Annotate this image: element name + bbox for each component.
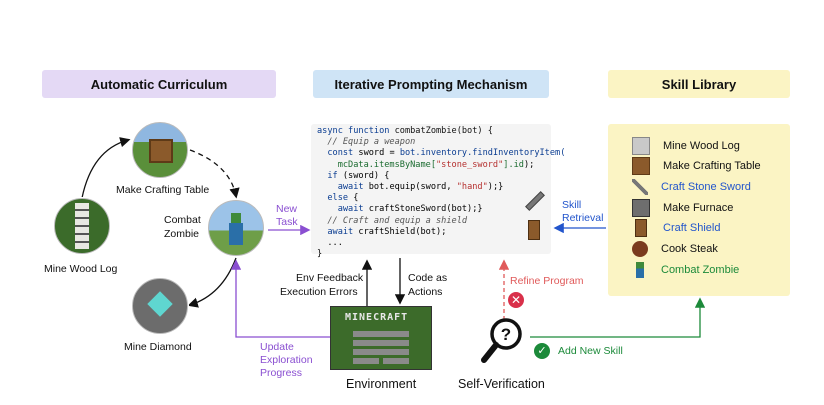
code-actions-label-1: Code as (408, 272, 448, 284)
code-actions-label-2: Actions (408, 286, 443, 298)
crafting-table-node (132, 122, 188, 178)
zombie-figure-icon (231, 213, 241, 223)
add-skill-arrow (530, 297, 706, 338)
code-panel: async function combatZombie(bot) { // Eq… (311, 124, 566, 259)
skill-row-craft-shield: Craft Shield (632, 218, 720, 238)
crafting-table-icon (149, 139, 173, 163)
menu-button-1 (353, 331, 409, 337)
skill-row-make-crafting-table: Make Crafting Table (632, 156, 761, 176)
stone-block-icon (632, 137, 650, 155)
menu-button-3 (353, 349, 409, 355)
code-line-4: mcData.itemsByName["stone_sword"].id); (317, 159, 535, 170)
skill-row-make-furnace: Make Furnace (632, 198, 733, 218)
new-task-label-1: New (276, 203, 298, 215)
refine-program-label: Refine Program (510, 275, 584, 287)
code-line-10: await craftShield(bot); (317, 226, 447, 237)
steak-icon (632, 241, 648, 257)
env-feedback-label-1: Env Feedback (296, 272, 364, 284)
arc-table-to-zombie (189, 149, 240, 199)
label-mine-wood-log: Mine Wood Log (44, 263, 118, 275)
accept-check-icon: ✓ (534, 343, 550, 359)
skill-label-4: Make Furnace (663, 202, 734, 214)
menu-button-5 (383, 358, 409, 364)
stone-sword-icon (632, 179, 648, 195)
zombie-icon (636, 262, 644, 278)
code-line-8: await craftStoneSword(bot);} (317, 204, 483, 215)
update-progress-arrow (230, 259, 330, 338)
code-line-6: await bot.equip(sword, "hand");} (317, 182, 504, 193)
prompting-header: Iterative Prompting Mechanism (313, 70, 549, 98)
birch-log-icon (75, 203, 89, 249)
update-progress-label-2: Exploration (260, 354, 313, 366)
environment-label: Environment (346, 377, 417, 391)
skill-label-1: Mine Wood Log (663, 140, 740, 152)
zombie-body (229, 223, 243, 245)
arc-wood-to-table (81, 137, 131, 199)
skill-retrieval-label-2: Retrieval (562, 212, 604, 224)
skill-label-3: Craft Stone Sword (661, 181, 751, 193)
menu-button-4 (353, 358, 379, 364)
library-header: Skill Library (608, 70, 790, 98)
skill-retrieval-label-1: Skill (562, 199, 582, 211)
skill-label-6: Cook Steak (661, 243, 718, 255)
diamond-ore-icon (147, 291, 173, 317)
wood-log-node (54, 198, 110, 254)
add-new-skill-label: Add New Skill (558, 345, 623, 357)
code-line-7: else { (317, 193, 359, 204)
shield-icon (528, 220, 540, 240)
skill-row-craft-stone-sword: Craft Stone Sword (632, 177, 751, 197)
self-verification-label: Self-Verification (458, 377, 545, 391)
label-combat-zombie-1: Combat (164, 214, 201, 226)
code-line-9: // Craft and equip a shield (317, 215, 468, 226)
update-progress-label-1: Update (260, 341, 294, 353)
skill-row-combat-zombie: Combat Zombie (632, 260, 739, 280)
skill-label-5: Craft Shield (663, 222, 721, 234)
label-combat-zombie-2: Zombie (164, 228, 200, 240)
code-line-5: if (sword) { (317, 170, 390, 181)
magnifier-question-icon: ? (481, 318, 522, 363)
menu-button-2 (353, 340, 409, 346)
skill-row-mine-wood-log: Mine Wood Log (632, 136, 740, 156)
svg-text:?: ? (501, 325, 511, 344)
minecraft-logo: MINECRAFT (345, 312, 409, 323)
skill-label-2: Make Crafting Table (663, 160, 761, 172)
new-task-label-2: Task (276, 216, 298, 228)
furnace-icon (632, 199, 650, 217)
label-mine-diamond: Mine Diamond (124, 341, 192, 353)
combat-zombie-node (208, 200, 264, 256)
skill-label-7: Combat Zombie (661, 264, 740, 276)
curriculum-header: Automatic Curriculum (42, 70, 276, 98)
code-line-12: } (317, 249, 323, 260)
crafting-table-icon (632, 157, 650, 175)
code-line-3: const sword = bot.inventory.findInventor… (317, 148, 566, 159)
shield-icon (635, 219, 647, 237)
code-line-11: ... (317, 238, 343, 249)
minecraft-screen: MINECRAFT (330, 306, 432, 370)
code-line-2: // Equip a weapon (317, 137, 416, 148)
label-make-crafting-table: Make Crafting Table (116, 184, 210, 196)
reject-x-icon: ✕ (508, 292, 524, 308)
arc-zombie-to-diamond (187, 257, 237, 308)
mine-diamond-node (132, 278, 188, 334)
env-feedback-label-2: Execution Errors (280, 286, 358, 298)
update-progress-label-3: Progress (260, 367, 303, 379)
skill-row-cook-steak: Cook Steak (632, 239, 718, 259)
code-line-1: async function combatZombie(bot) { (317, 126, 493, 136)
